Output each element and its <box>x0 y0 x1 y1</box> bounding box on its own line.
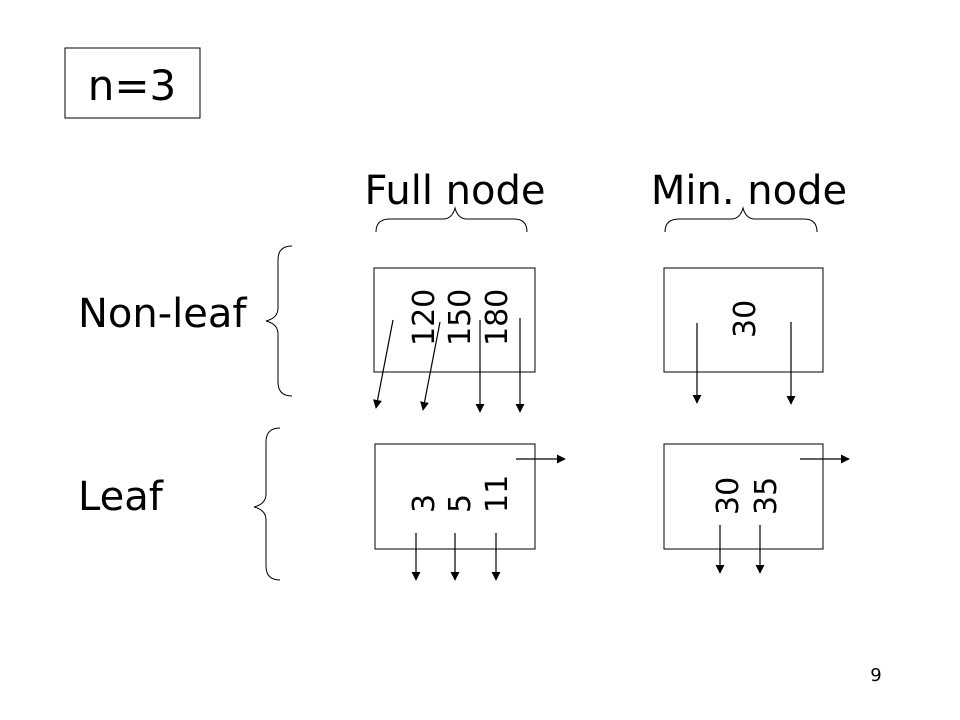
leaf-row-label: Leaf <box>78 474 164 520</box>
min-node-heading: Min. node <box>651 168 847 214</box>
node-key: 30 <box>711 477 746 515</box>
min-non-leaf-node <box>663 267 824 373</box>
full-leaf-node <box>374 443 536 550</box>
child-pointer-arrow <box>373 319 394 409</box>
node-key: 11 <box>480 475 515 513</box>
node-key: 5 <box>443 494 478 513</box>
node-key: 3 <box>407 494 442 513</box>
node-key: 150 <box>443 289 478 346</box>
min-leaf-node <box>663 443 824 550</box>
non-leaf-brace <box>265 245 293 397</box>
node-key: 30 <box>728 300 763 338</box>
page-number: 9 <box>870 665 881 686</box>
min-node-brace <box>664 206 818 233</box>
leaf-brace <box>253 427 281 581</box>
child-pointer-arrow <box>420 321 441 411</box>
full-node-brace <box>375 206 528 233</box>
full-non-leaf-node <box>373 267 536 373</box>
node-key: 180 <box>480 289 515 346</box>
node-key: 35 <box>749 477 784 515</box>
node-key: 120 <box>407 289 442 346</box>
non-leaf-row-label: Non-leaf <box>78 291 247 337</box>
order-label: n=3 <box>88 61 177 110</box>
order-label-box: n=3 <box>64 47 201 119</box>
